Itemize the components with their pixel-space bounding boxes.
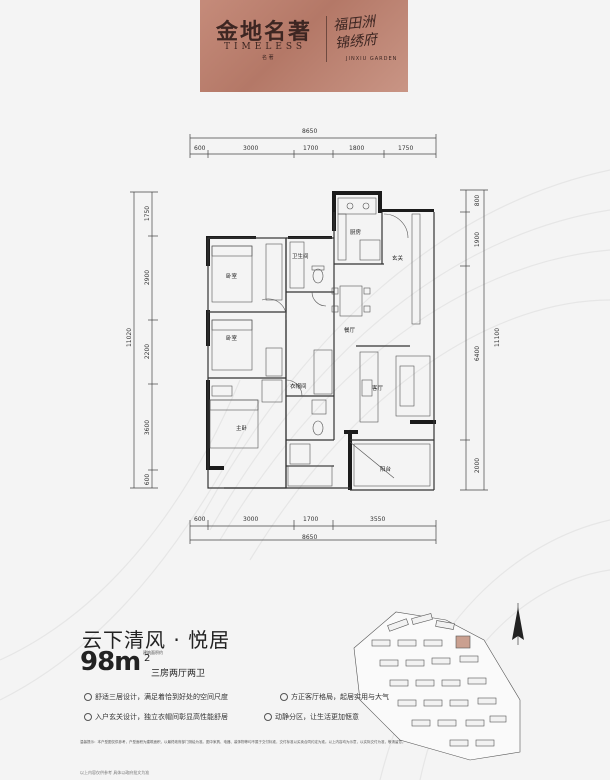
site-plan-map [353,611,521,761]
room-cloakroom: 衣帽间 [290,384,307,390]
bullet-icon [84,713,92,721]
room-balcony: 阳台 [380,467,392,473]
north-arrow-icon [512,603,524,645]
banner-divider [326,16,327,62]
dim-left-5: 600 [144,473,152,486]
unit-area: 98m [80,647,141,677]
dim-top-1: 600 [194,145,206,152]
bullet-icon [280,693,288,701]
bullet-icon [264,713,272,721]
dim-bottom-total: 8650 [302,534,318,541]
dim-top-4: 1800 [349,145,365,152]
feature-2: 方正客厅格局，起居实用与大气 [280,692,389,702]
room-bath1: 卫生间 [292,254,309,260]
room-dining: 餐厅 [344,328,356,334]
brand-name: 金地名著 [216,19,313,45]
layout-type: 三房两厅两卫 [151,669,206,679]
dim-right-2: 1900 [474,231,482,248]
dim-bottom-2: 3000 [243,516,259,523]
dim-top-5: 1750 [398,145,414,152]
dim-top-total: 8650 [302,128,318,135]
dim-top-2: 3000 [243,145,259,152]
project-name-en: JINXIU GARDEN [346,56,398,62]
dim-left-total: 11020 [126,327,134,348]
room-kitchen: 厨房 [350,230,362,236]
bottom-note: 以上内容仅供参考 具体以政府批文为准 [80,770,150,775]
dim-right-total: 11100 [494,327,502,348]
dim-right-4: 2000 [474,457,482,474]
room-bedroom1: 卧室 [226,274,238,280]
dim-bottom-1: 600 [194,516,206,523]
area-note: 建筑面积约 [143,650,163,655]
dim-left-1: 1750 [144,205,152,222]
feature-1: 舒适三居设计，满足着恰到好处的空间尺度 [84,692,228,702]
area-superscript: 2 [144,653,151,664]
dim-left-2: 2900 [144,269,152,286]
brand-name-en: TIMELESS [224,42,307,52]
room-master-bedroom: 主卧 [236,426,248,432]
feature-3: 入户玄关设计，独立衣帽间彰显高性能舒居 [84,712,228,722]
unit-title: 云下清风 · 悦居 [82,628,231,652]
dim-bottom-3: 1700 [303,516,319,523]
brand-banner: 金地名著 TIMELESS 名 著 福田洲 锦绣府 JINXIU GARDEN [200,0,408,92]
room-bedroom2: 卧室 [226,336,238,342]
dim-bottom-4: 3550 [370,516,386,523]
room-foyer: 玄关 [392,256,404,262]
dim-left-3: 2200 [144,343,152,360]
room-living: 客厅 [372,386,384,392]
feature-4: 动静分区，让生活更加惬意 [264,712,359,722]
dim-top-3: 1700 [303,145,319,152]
dim-right-1: 800 [474,194,482,207]
disclaimer: 温馨提示：本户型图仅供参考，户型面积为建筑面积，以最终政府部门测绘为准。图中家具… [80,740,406,744]
bullet-icon [84,693,92,701]
dim-right-3: 6400 [474,345,482,362]
dim-left-4: 3600 [144,419,152,436]
brand-sub: 名 著 [262,55,274,61]
